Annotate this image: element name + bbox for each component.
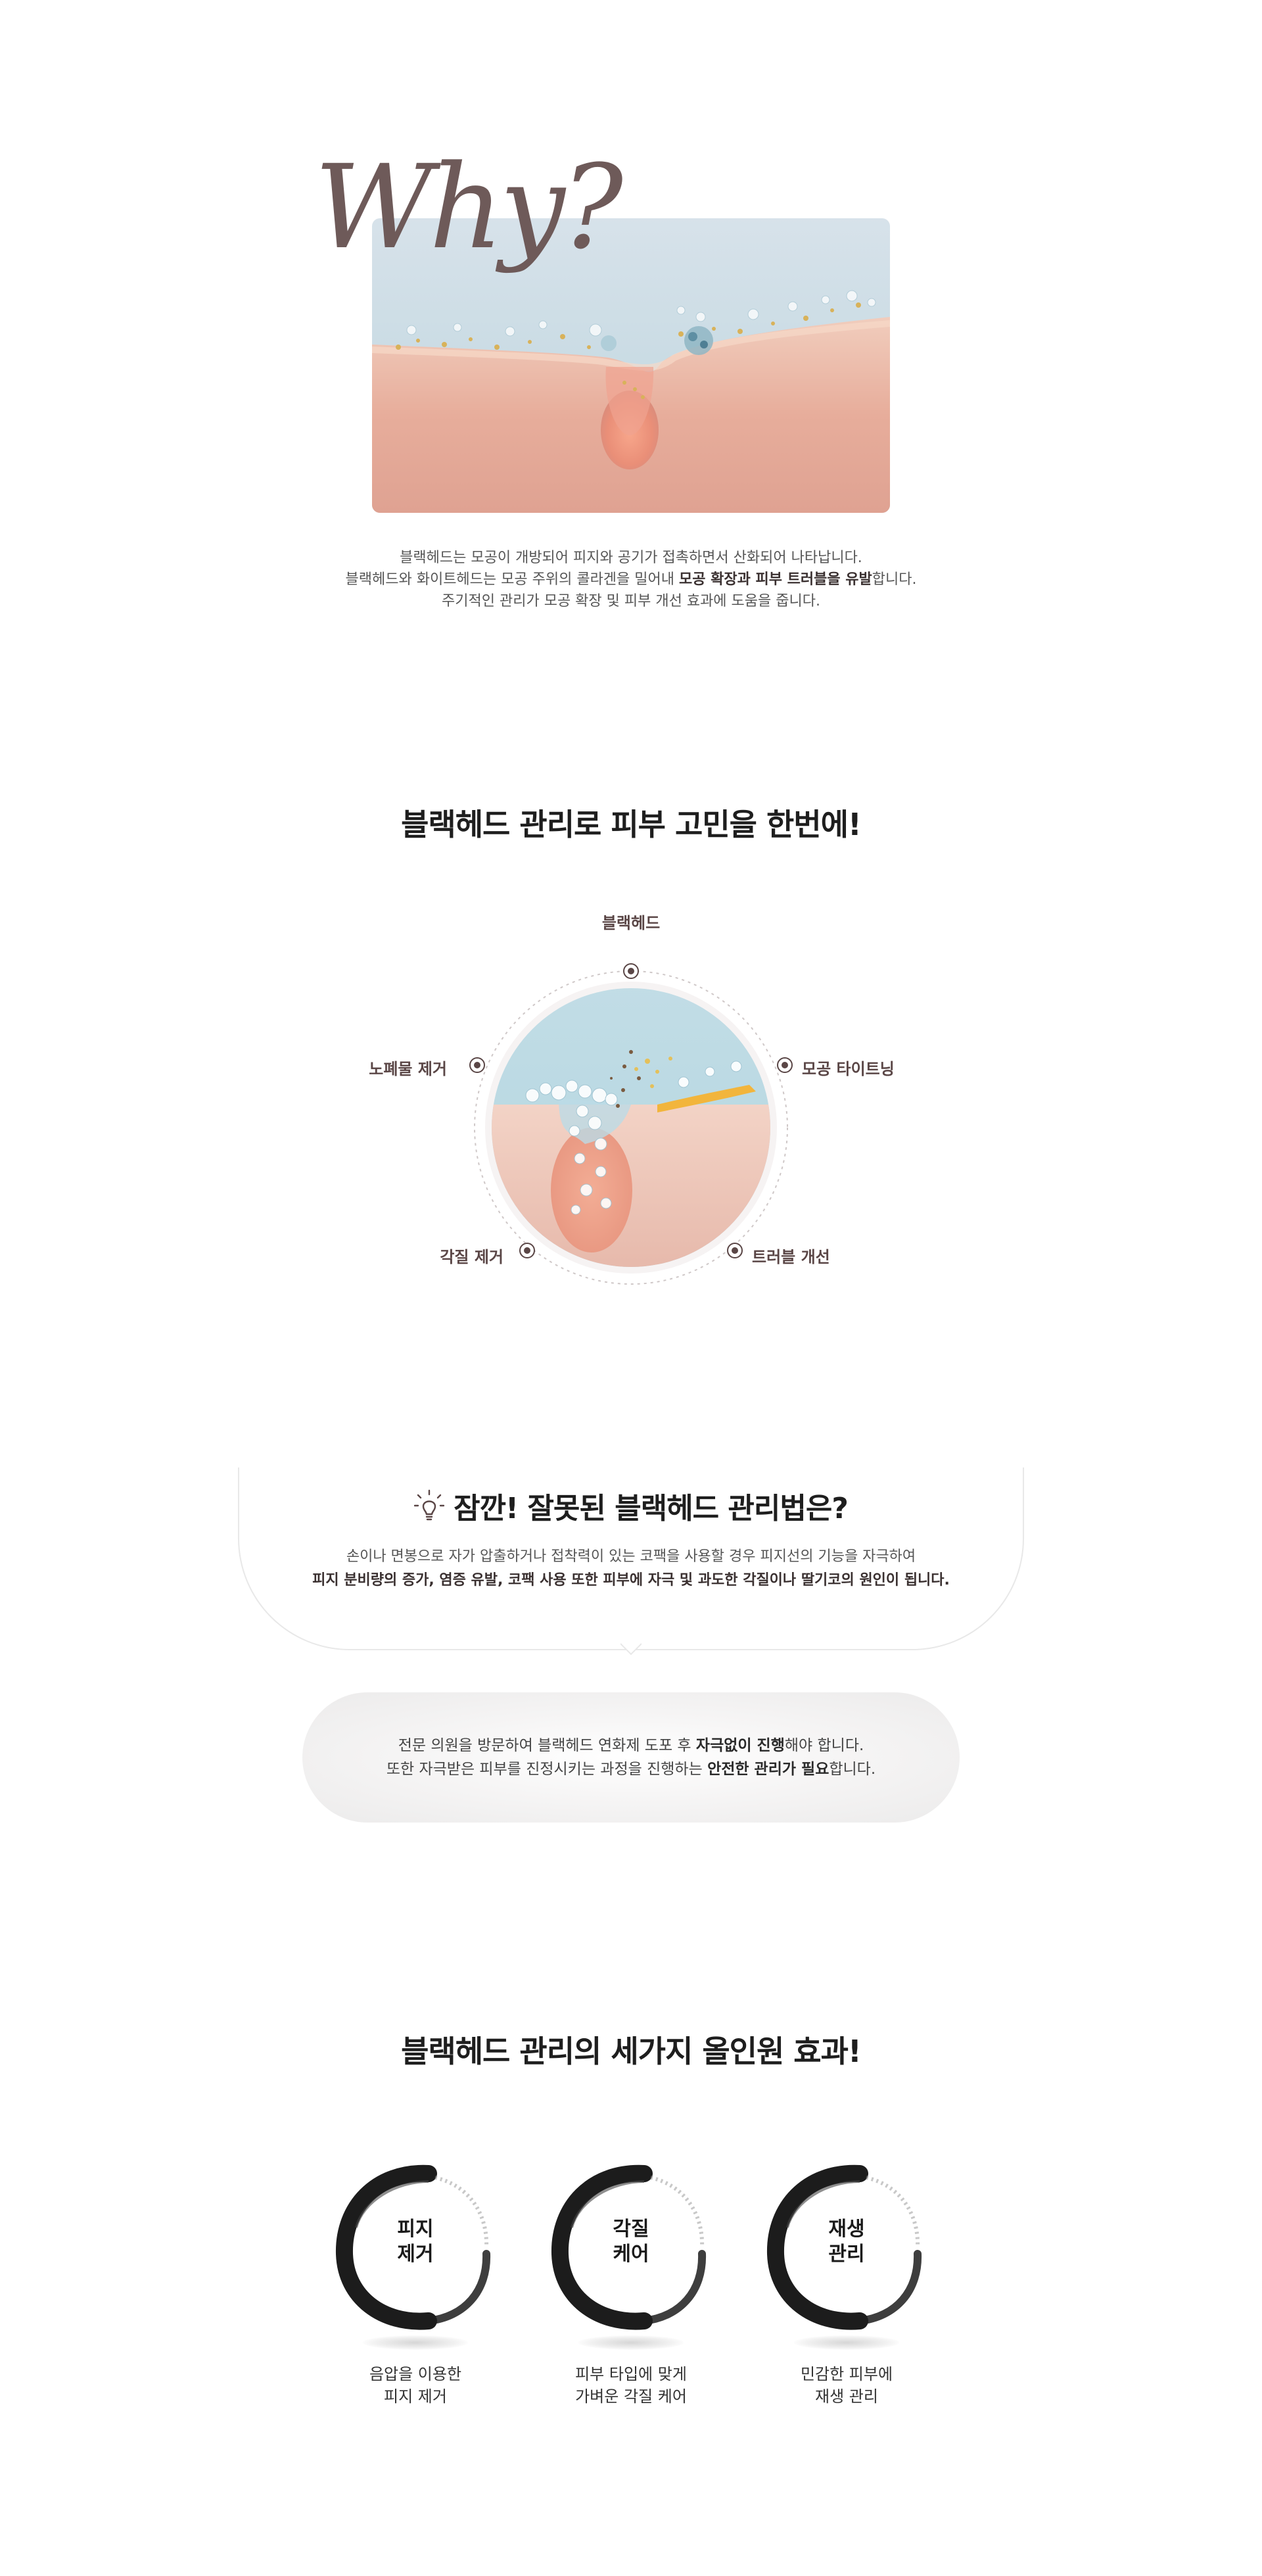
effect-item-exfoliation: 각질 케어 피부 타입에 맞게 가벼운 각질 케어 [532, 2162, 730, 2425]
effect-name: 피지 제거 [397, 2218, 434, 2266]
why-line-2: 블랙헤드와 화이트헤드는 모공 주위의 콜라겐을 밀어내 모공 확장과 피부 트… [345, 571, 917, 588]
tip-pointer [620, 1642, 642, 1656]
advice-box: 전문 의원을 방문하여 블랙헤드 연화제 도포 후 자극없이 진행해야 합니다.… [302, 1692, 960, 1823]
why-heading: Why? [314, 140, 623, 275]
benefits-diagram [460, 914, 802, 1308]
tip-title: 잠깐! 잘못된 블랙헤드 관리법은? [454, 1492, 849, 1525]
why-line-1: 블랙헤드는 모공이 개방되어 피지와 공기가 접촉하면서 산화되어 나타납니다. [400, 550, 862, 566]
effect-item-regeneration: 재생 관리 민감한 피부에 재생 관리 [748, 2162, 945, 2425]
effect-shadow [794, 2335, 899, 2350]
tip-line-2: 피지 분비량의 증가, 염증 유발, 코팩 사용 또한 피부에 자극 및 과도한… [312, 1572, 950, 1588]
advice-line-1: 전문 의원을 방문하여 블랙헤드 연화제 도포 후 자극없이 진행해야 합니다. [398, 1737, 864, 1754]
benefit-label-right: 모공 타이트닝 [802, 1060, 895, 1078]
why-description: 블랙헤드는 모공이 개방되어 피지와 공기가 접촉하면서 산화되어 나타납니다.… [237, 547, 1025, 612]
effect-shadow [578, 2335, 684, 2350]
tip-line-1: 손이나 면봉으로 자가 압출하거나 접착력이 있는 코팩을 사용할 경우 피지선… [346, 1548, 916, 1565]
benefit-label-top: 블랙헤드 [601, 914, 661, 932]
skin-pore-illustration [372, 218, 890, 513]
effect-item-sebum: 피지 제거 음압을 이용한 피지 제거 [317, 2162, 514, 2425]
tip-title-row: 잠깐! 잘못된 블랙헤드 관리법은? [237, 1486, 1025, 1525]
effect-name: 각질 케어 [613, 2218, 649, 2266]
effect-description: 민감한 피부에 재생 관리 [800, 2365, 893, 2406]
effect-shadow [363, 2335, 468, 2350]
effect-name: 재생 관리 [828, 2218, 865, 2266]
benefit-label-bottom-left: 각질 제거 [440, 1248, 503, 1266]
effect-description: 피부 타입에 맞게 가벼운 각질 케어 [575, 2365, 687, 2406]
benefit-label-bottom-right: 트러블 개선 [752, 1248, 830, 1266]
brush-circle-icon [551, 2164, 707, 2330]
effects-title: 블랙헤드 관리의 세가지 올인원 효과! [401, 2034, 862, 2069]
lightbulb-icon [414, 1489, 445, 1521]
effect-description: 음압을 이용한 피지 제거 [369, 2365, 462, 2406]
benefit-label-left: 노폐물 제거 [369, 1060, 447, 1078]
brush-circle-icon [335, 2164, 491, 2330]
advice-line-2: 또한 자극받은 피부를 진정시키는 과정을 진행하는 안전한 관리가 필요합니다… [386, 1761, 876, 1778]
why-line-3: 주기적인 관리가 모공 확장 및 피부 개선 효과에 도움을 줍니다. [442, 593, 820, 609]
benefits-title: 블랙헤드 관리로 피부 고민을 한번에! [401, 807, 862, 842]
brush-circle-icon [766, 2164, 922, 2330]
marker-dots [469, 963, 793, 1258]
tip-description: 손이나 면봉으로 자가 압출하거나 접착력이 있는 코팩을 사용할 경우 피지선… [237, 1545, 1025, 1592]
